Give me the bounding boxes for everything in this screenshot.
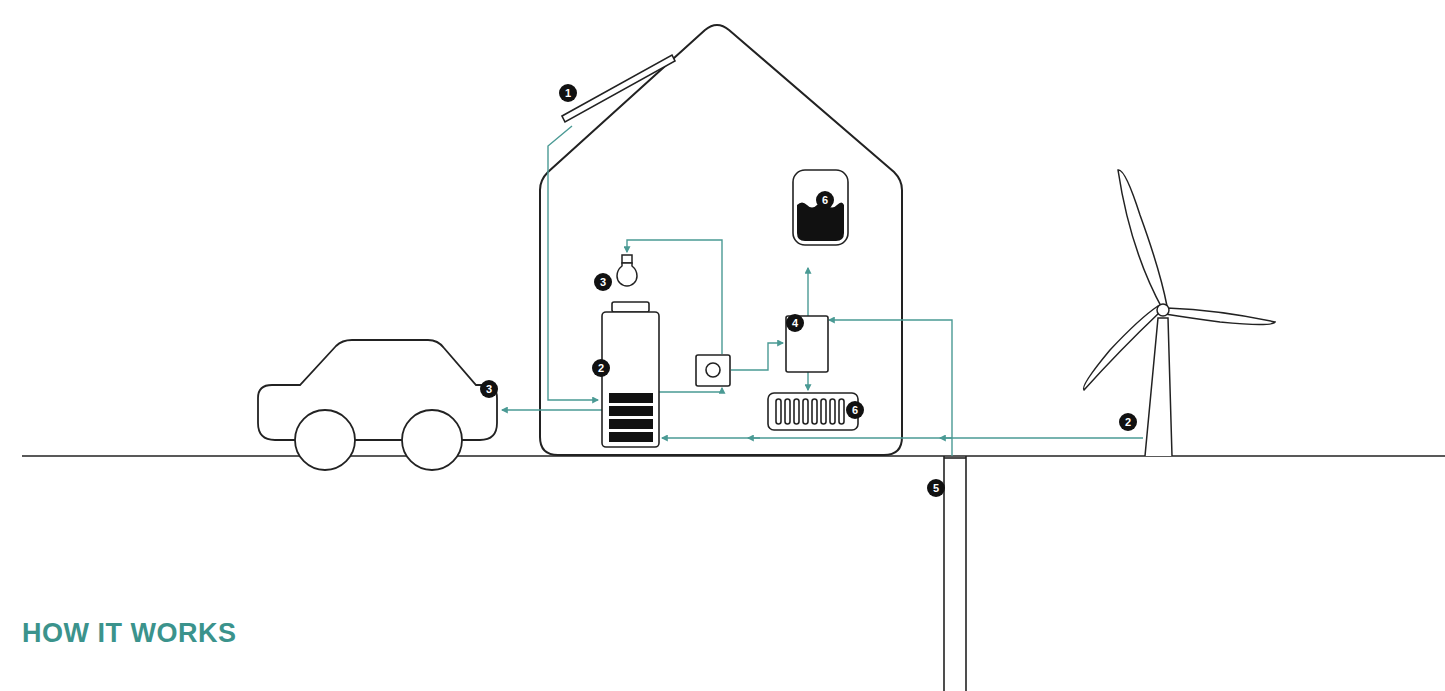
wind-turbine [1118,170,1167,310]
energy-wires [807,268,808,316]
wind-turbine [1145,318,1172,456]
radiator [803,399,808,424]
ground-borehole [944,456,966,691]
wind-turbine [1084,306,1160,390]
wind-turbine [1165,308,1275,325]
energy-wires [940,437,952,438]
solar-panel [562,55,675,122]
energy-wires [502,409,602,410]
diagram-title: HOW IT WORKS [22,618,236,649]
home-battery [612,302,649,312]
house-outline [540,25,902,455]
home-battery [609,393,653,442]
electric-car [402,410,462,470]
radiator [821,399,826,424]
inverter-box [696,355,730,386]
inverter-box [706,363,720,377]
callout-number: 6 [846,401,864,419]
energy-wires [731,343,783,370]
radiator [785,399,790,424]
energy-wires [659,388,722,392]
home-battery [609,393,653,403]
home-battery [609,432,653,442]
light-bulb [617,255,637,286]
energy-wires [502,126,1143,456]
radiator [812,399,817,424]
wind-turbine [1084,170,1275,456]
callout-number: 4 [786,314,804,332]
electric-car [258,340,497,440]
radiator [839,399,844,424]
home-battery [609,406,653,416]
ground-borehole [965,456,967,691]
hot-water-tank [793,170,848,245]
home-battery [602,312,659,447]
radiator [776,399,844,424]
radiator [768,393,858,430]
radiator [768,393,858,430]
callout-number: 3 [480,380,498,398]
light-bulb [622,255,632,263]
home-battery [602,302,659,447]
callout-number: 2 [1119,413,1137,431]
hot-water-tank [793,170,848,245]
light-bulb [617,263,637,286]
wind-turbine [1157,304,1169,316]
electric-car [258,340,497,470]
radiator [830,399,835,424]
energy-wires [748,437,760,438]
energy-wires [662,437,1143,438]
energy-wires [548,126,598,400]
callout-number: 5 [927,479,945,497]
radiator [776,399,781,424]
energy-wires [829,320,952,456]
callout-number: 2 [592,359,610,377]
home-battery [609,419,653,429]
callout-number: 1 [559,84,577,102]
solar-panel [562,55,675,122]
energy-wires [807,372,808,390]
callout-number: 3 [594,273,612,291]
house-outline [540,25,902,455]
ground-borehole [944,457,966,459]
electric-car [295,410,355,470]
radiator [794,399,799,424]
callout-number: 6 [816,191,834,209]
inverter-box [696,355,730,386]
